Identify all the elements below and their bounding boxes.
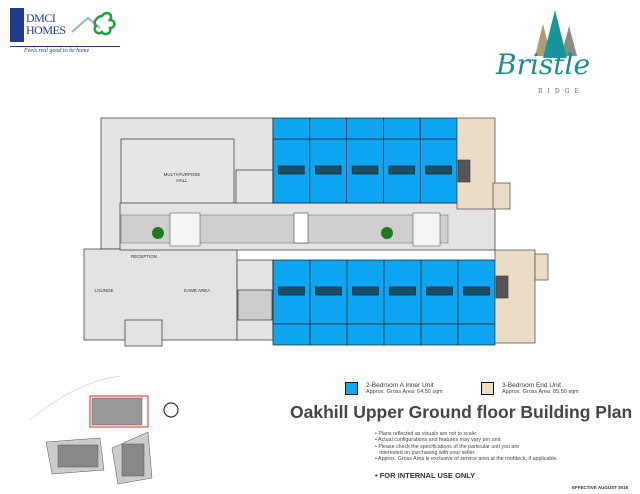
unit-bathroom (389, 286, 416, 296)
label-lounge: LOUNGE (94, 288, 113, 293)
label-multipurpose-hall: MULTI-PURPOSE (164, 172, 201, 177)
balcony (346, 117, 384, 140)
unit-bathroom (388, 165, 416, 175)
site-key-plan (29, 375, 179, 485)
end-unit-swatch (481, 382, 494, 395)
unit-bathroom (278, 286, 305, 296)
note: • Actual configurations and features may… (375, 437, 502, 444)
label-multipurpose-hall-2: HALL (176, 178, 188, 183)
note: • Plans reflected as visuals are not to … (375, 431, 478, 437)
dmci-logo-text: DMCI HOMES (26, 11, 66, 37)
planter-icon (381, 227, 393, 239)
internal-use-notice: • FOR INTERNAL USE ONLY (375, 471, 476, 480)
central-corridor (119, 202, 496, 251)
legend-end-unit: 3-Bedroom End Unit Approx. Gross Area: 8… (481, 382, 579, 395)
note: • Please check the specifications of the… (375, 443, 520, 450)
bristle-ridge-logo: Bristle RIDGE (488, 10, 628, 100)
effective-date: EFFECTIVE AUGUST 2015 (572, 485, 629, 490)
balcony (272, 117, 311, 140)
unit-bathroom (315, 286, 342, 296)
label-game-area: GAME AREA (184, 288, 211, 293)
unit-bathroom (278, 165, 305, 175)
inner-unit-swatch (345, 382, 358, 395)
north-arrow-icon (163, 402, 179, 418)
unit-bathroom (425, 165, 452, 175)
label-reception: RECEPTION (131, 254, 157, 259)
balcony (419, 117, 458, 140)
ridge-wordmark: RIDGE (538, 88, 584, 95)
balcony (346, 323, 385, 346)
note: interested on purchasing with your selle… (375, 449, 476, 456)
inner-units-bottom (272, 259, 496, 346)
bristle-wordmark: Bristle (496, 48, 591, 81)
balcony (272, 323, 311, 346)
balcony (383, 117, 421, 140)
balcony (309, 323, 348, 346)
notes-list: • Plans reflected as visuals are not to … (375, 431, 558, 462)
unit-bathroom (463, 286, 490, 296)
end-units (456, 117, 549, 344)
dmci-tagline: Feels real good to be home (24, 48, 90, 54)
note: • Approx. Gross Area is exclusive of ser… (375, 456, 558, 463)
balcony (420, 323, 459, 346)
unit-bathroom (426, 286, 453, 296)
legend-inner-unit: 2-Bedroom A Inner Unit Approx. Gross Are… (345, 382, 443, 395)
dmci-emblem-icon (10, 8, 24, 42)
legend-title: 2-Bedroom A Inner Unit (366, 382, 434, 389)
balcony (309, 117, 347, 140)
pine-trees-icon (535, 10, 577, 58)
unit-bathroom (352, 286, 379, 296)
balcony (383, 323, 422, 346)
legend-title: 3-Bedroom End Unit (502, 382, 561, 389)
balcony (457, 323, 496, 346)
divider (10, 46, 120, 47)
legend-area: Approx. Gross Area: 85.50 sqm (502, 389, 579, 395)
plan-title: Oakhill Upper Ground floor Building Plan (290, 402, 633, 422)
unit-bathroom (314, 165, 342, 175)
unit-bathroom (351, 165, 379, 175)
legend-area: Approx. Gross Area: 64.50 sqm (366, 389, 443, 395)
planter-icon (152, 227, 164, 239)
house-clover-icon (71, 11, 116, 36)
dmci-homes-logo: DMCI HOMES Feels real good to be home (10, 8, 120, 58)
room-labels: MULTI-PURPOSE HALL RECEPTION LOUNGE GAME… (94, 172, 210, 293)
inner-units-top (272, 117, 458, 204)
